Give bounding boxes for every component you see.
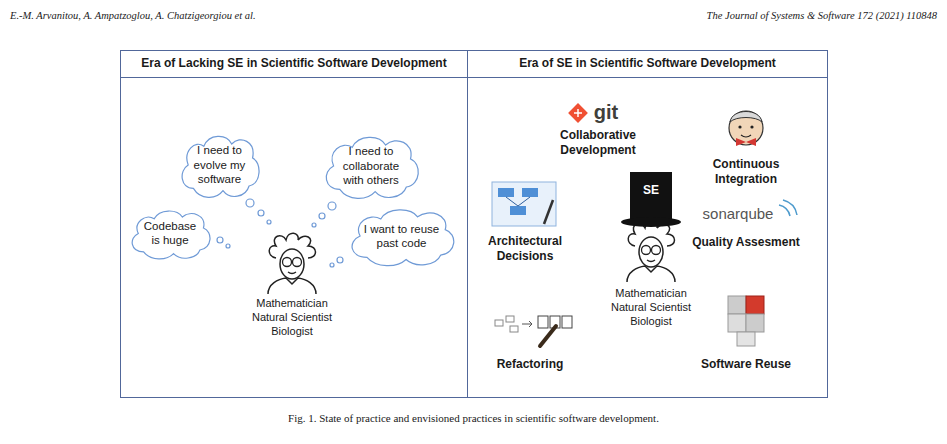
architecture-box xyxy=(510,206,526,215)
thought-bubble xyxy=(319,213,325,219)
thought-bubble xyxy=(217,237,223,243)
cloud-path xyxy=(326,137,418,198)
refactor-box xyxy=(495,320,503,326)
thought-bubble xyxy=(258,210,264,216)
pen xyxy=(544,200,553,224)
puzzle-piece xyxy=(746,296,764,314)
refactor-grid xyxy=(562,316,572,328)
thought-bubble xyxy=(330,263,334,267)
git-logo xyxy=(568,103,588,123)
hat-brim xyxy=(621,217,681,227)
architecture-box xyxy=(522,188,538,197)
person-label: Mathematician Natural Scientist Biologis… xyxy=(601,287,701,328)
top-hat xyxy=(630,172,672,222)
figure-caption: Fig. 1. State of practice and envisioned… xyxy=(0,412,947,426)
cloud-path xyxy=(132,211,210,259)
jenkins-eye xyxy=(750,125,753,128)
cloud-outline xyxy=(126,206,214,261)
thought-cloud: Codebase is huge xyxy=(126,206,214,261)
cloud-outline xyxy=(344,204,459,268)
refactor-box xyxy=(510,326,518,332)
thought-cloud: I need to collaborate with others xyxy=(319,131,423,201)
era-panel: Era of SE in Scientific Software Develop… xyxy=(467,50,828,398)
refactor-box xyxy=(506,316,514,322)
panel-heading: Era of Lacking SE in Scientific Software… xyxy=(121,51,467,78)
architecture-box xyxy=(498,188,514,197)
cloud-path xyxy=(182,136,259,197)
architecture-image xyxy=(492,182,556,226)
jenkins-eye xyxy=(738,125,741,128)
practice-label: Quality Assesment xyxy=(681,235,811,250)
practice-label: Software Reuse xyxy=(681,357,811,372)
puzzle-piece xyxy=(737,332,755,346)
jenkins-icon xyxy=(729,111,763,145)
thought-text: Codebase is huge xyxy=(139,219,201,248)
person-label: Mathematician Natural Scientist Biologis… xyxy=(242,297,342,338)
running-author: E.-M. Arvanitou, A. Ampatzoglou, A. Chat… xyxy=(10,9,256,22)
puzzle-piece xyxy=(746,314,764,332)
thought-bubble xyxy=(328,202,336,210)
scientist-icon xyxy=(268,233,316,294)
thought-text: I need to evolve my software xyxy=(189,143,250,186)
thought-bubble xyxy=(226,244,230,248)
puzzle-piece xyxy=(728,296,746,314)
thought-bubble xyxy=(267,220,271,224)
logo-text: git xyxy=(586,100,626,125)
thought-bubble xyxy=(337,257,343,263)
thought-bubble xyxy=(312,223,316,227)
thought-cloud: I want to reuse past code xyxy=(344,204,459,268)
thought-cloud: I need to evolve my software xyxy=(176,130,263,200)
era-panel: Era of Lacking SE in Scientific Software… xyxy=(120,50,468,398)
jenkins-hair xyxy=(730,112,762,123)
cloud-path xyxy=(352,210,454,266)
running-journal: The Journal of Systems & Software 172 (2… xyxy=(707,9,937,22)
git-logo-mark xyxy=(574,109,582,117)
practice-label: Architectural Decisions xyxy=(475,234,575,264)
panel-heading: Era of SE in Scientific Software Develop… xyxy=(468,51,827,78)
refactor-arrow xyxy=(522,321,532,327)
refactor-grid xyxy=(538,316,548,328)
jenkins-bowtie xyxy=(736,138,756,146)
sonarqube-waves xyxy=(779,200,797,216)
puzzle-piece xyxy=(728,314,746,332)
jenkins-mouth xyxy=(741,135,751,137)
thought-bubble xyxy=(246,199,254,207)
thought-text: I want to reuse past code xyxy=(361,222,442,251)
hand-pen xyxy=(540,326,556,346)
hat-label: SE xyxy=(636,183,666,198)
scientist-icon xyxy=(627,221,675,282)
practice-label: Collaborative Development xyxy=(548,128,648,158)
practice-label: Refactoring xyxy=(480,357,580,372)
practice-label: Continuous Integration xyxy=(701,157,791,187)
logo-text: sonarqube xyxy=(693,205,783,224)
architecture-link xyxy=(506,197,530,206)
thought-text: I need to collaborate with others xyxy=(335,144,408,187)
